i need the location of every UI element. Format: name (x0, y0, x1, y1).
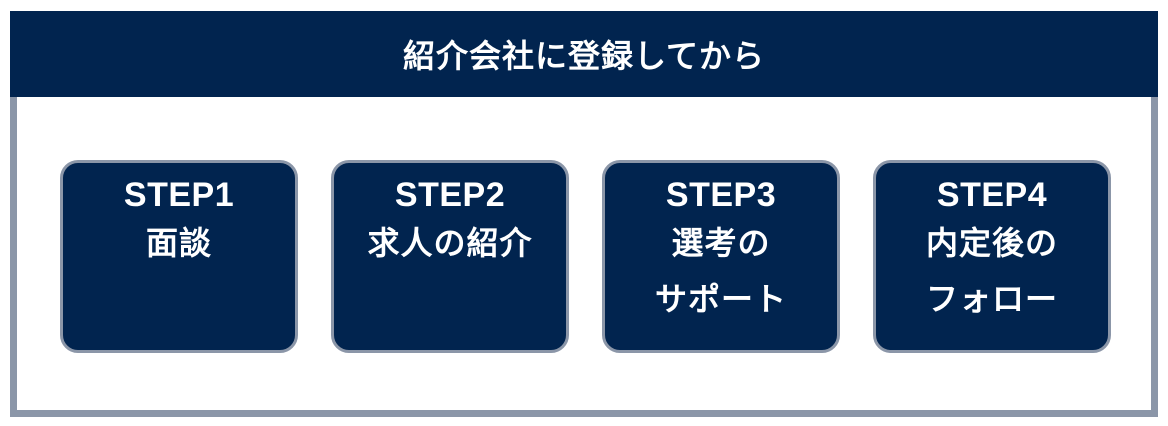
step-card-3: STEP3 選考の サポート (602, 160, 840, 353)
step-text-line: 選考の (671, 224, 771, 262)
step-card-2: STEP2 求人の紹介 (331, 160, 569, 353)
step-text-line: 内定後の (925, 224, 1058, 262)
step-card-4: STEP4 内定後の フォロー (873, 160, 1111, 353)
step-card-1: STEP1 面談 (60, 160, 298, 353)
step-text-line: サポート (654, 280, 787, 318)
step-text-line: 求人の紹介 (367, 224, 533, 262)
step-text-line: フォロー (925, 280, 1058, 318)
step-label: STEP3 (665, 176, 777, 214)
step-label: STEP4 (936, 176, 1048, 214)
step-label: STEP2 (394, 176, 506, 214)
step-label: STEP1 (123, 176, 235, 214)
step-text-line: 面談 (145, 224, 212, 262)
header-banner: 紹介会社に登録してから (10, 11, 1158, 97)
header-title: 紹介会社に登録してから (402, 37, 766, 75)
